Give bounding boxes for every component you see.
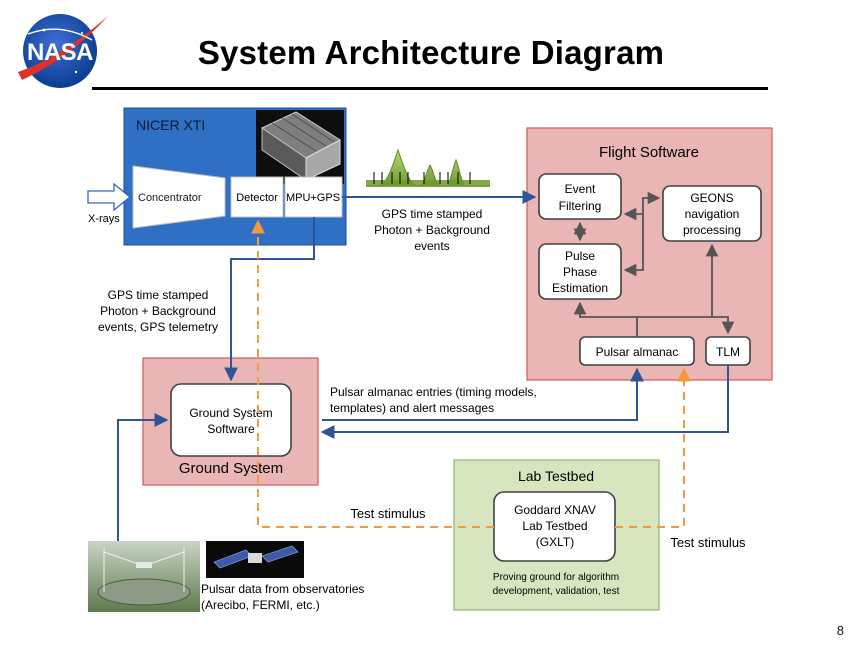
concentrator-shape: [132, 165, 226, 229]
almanac-entries-line-2: templates) and alert messages: [330, 401, 494, 415]
pulse-waveform-graphic: [366, 148, 490, 187]
flight-software-title: Flight Software: [599, 144, 699, 161]
pulse-phase-line-1: Pulse: [565, 249, 595, 263]
detector-label: Detector: [236, 192, 278, 204]
concentrator-label: Concentrator: [138, 192, 202, 204]
gps-stamped-top-line-3: events: [414, 239, 449, 253]
gxlt-line-1: Goddard XNAV: [514, 503, 596, 517]
xrays-label: X-rays: [88, 213, 120, 225]
nicer-instrument-image: [256, 110, 344, 184]
pulse-phase-line-3: Estimation: [552, 281, 608, 295]
page-title: System Architecture Diagram: [197, 34, 665, 71]
mpu-gps-label: MPU+GPS: [286, 192, 340, 204]
nasa-logo-text: NASA: [27, 39, 93, 66]
event-filtering-line-1: Event: [565, 182, 596, 196]
pulse-phase-line-2: Phase: [563, 265, 597, 279]
arecibo-observatory-image: [88, 541, 200, 612]
detector-box: [230, 176, 284, 218]
observatories-line-2: (Arecibo, FERMI, etc.): [201, 598, 320, 612]
geons-line-1: GEONS: [690, 191, 733, 205]
pulse-phase-box: [538, 243, 622, 300]
gxlt-line-2: Lab Testbed: [522, 519, 587, 533]
data-flow-arrows: [117, 190, 729, 545]
geons-box: [662, 185, 762, 242]
pulsar-almanac-label: Pulsar almanac: [596, 345, 679, 359]
gps-stamped-left-line-2: Photon + Background: [100, 304, 216, 318]
test-stimulus-paths: [251, 219, 691, 528]
test-stimulus-left-label: Test stimulus: [350, 506, 426, 521]
gps-stamped-top-line-1: GPS time stamped: [382, 207, 483, 221]
tlm-label: TLM: [716, 345, 740, 359]
lab-caption-line-2: development, validation, test: [493, 586, 620, 597]
ground-system-software-box: [170, 383, 292, 457]
nasa-logo: NASA: [18, 14, 108, 88]
lab-caption-line-1: Proving ground for algorithm: [493, 572, 619, 583]
gps-stamped-left-line-1: GPS time stamped: [108, 288, 209, 302]
test-stimulus-right-label: Test stimulus: [670, 535, 746, 550]
observatories-line-1: Pulsar data from observatories: [201, 582, 364, 596]
fermi-satellite-image: [206, 541, 304, 578]
mpu-gps-box: [284, 176, 343, 218]
page-number: 8: [836, 623, 844, 638]
flight-software-internal-arrows: [573, 191, 735, 337]
ground-system-title: Ground System: [179, 460, 283, 477]
geons-line-3: processing: [683, 223, 741, 237]
lab-testbed-title: Lab Testbed: [518, 468, 594, 484]
xray-input-arrow: [87, 182, 132, 212]
ground-software-line-2: Software: [207, 422, 255, 436]
nicer-xti-title: NICER XTI: [136, 117, 205, 133]
almanac-entries-line-1: Pulsar almanac entries (timing models,: [330, 385, 537, 399]
gps-stamped-top-line-2: Photon + Background: [374, 223, 490, 237]
ground-software-line-1: Ground System: [189, 406, 272, 420]
event-filtering-box: [538, 173, 622, 220]
title-divider: [92, 87, 768, 90]
gxlt-line-3: (GXLT): [536, 535, 574, 549]
event-filtering-line-2: Filtering: [559, 199, 602, 213]
geons-line-2: navigation: [685, 207, 740, 221]
gps-stamped-left-line-3: events, GPS telemetry: [98, 320, 218, 334]
